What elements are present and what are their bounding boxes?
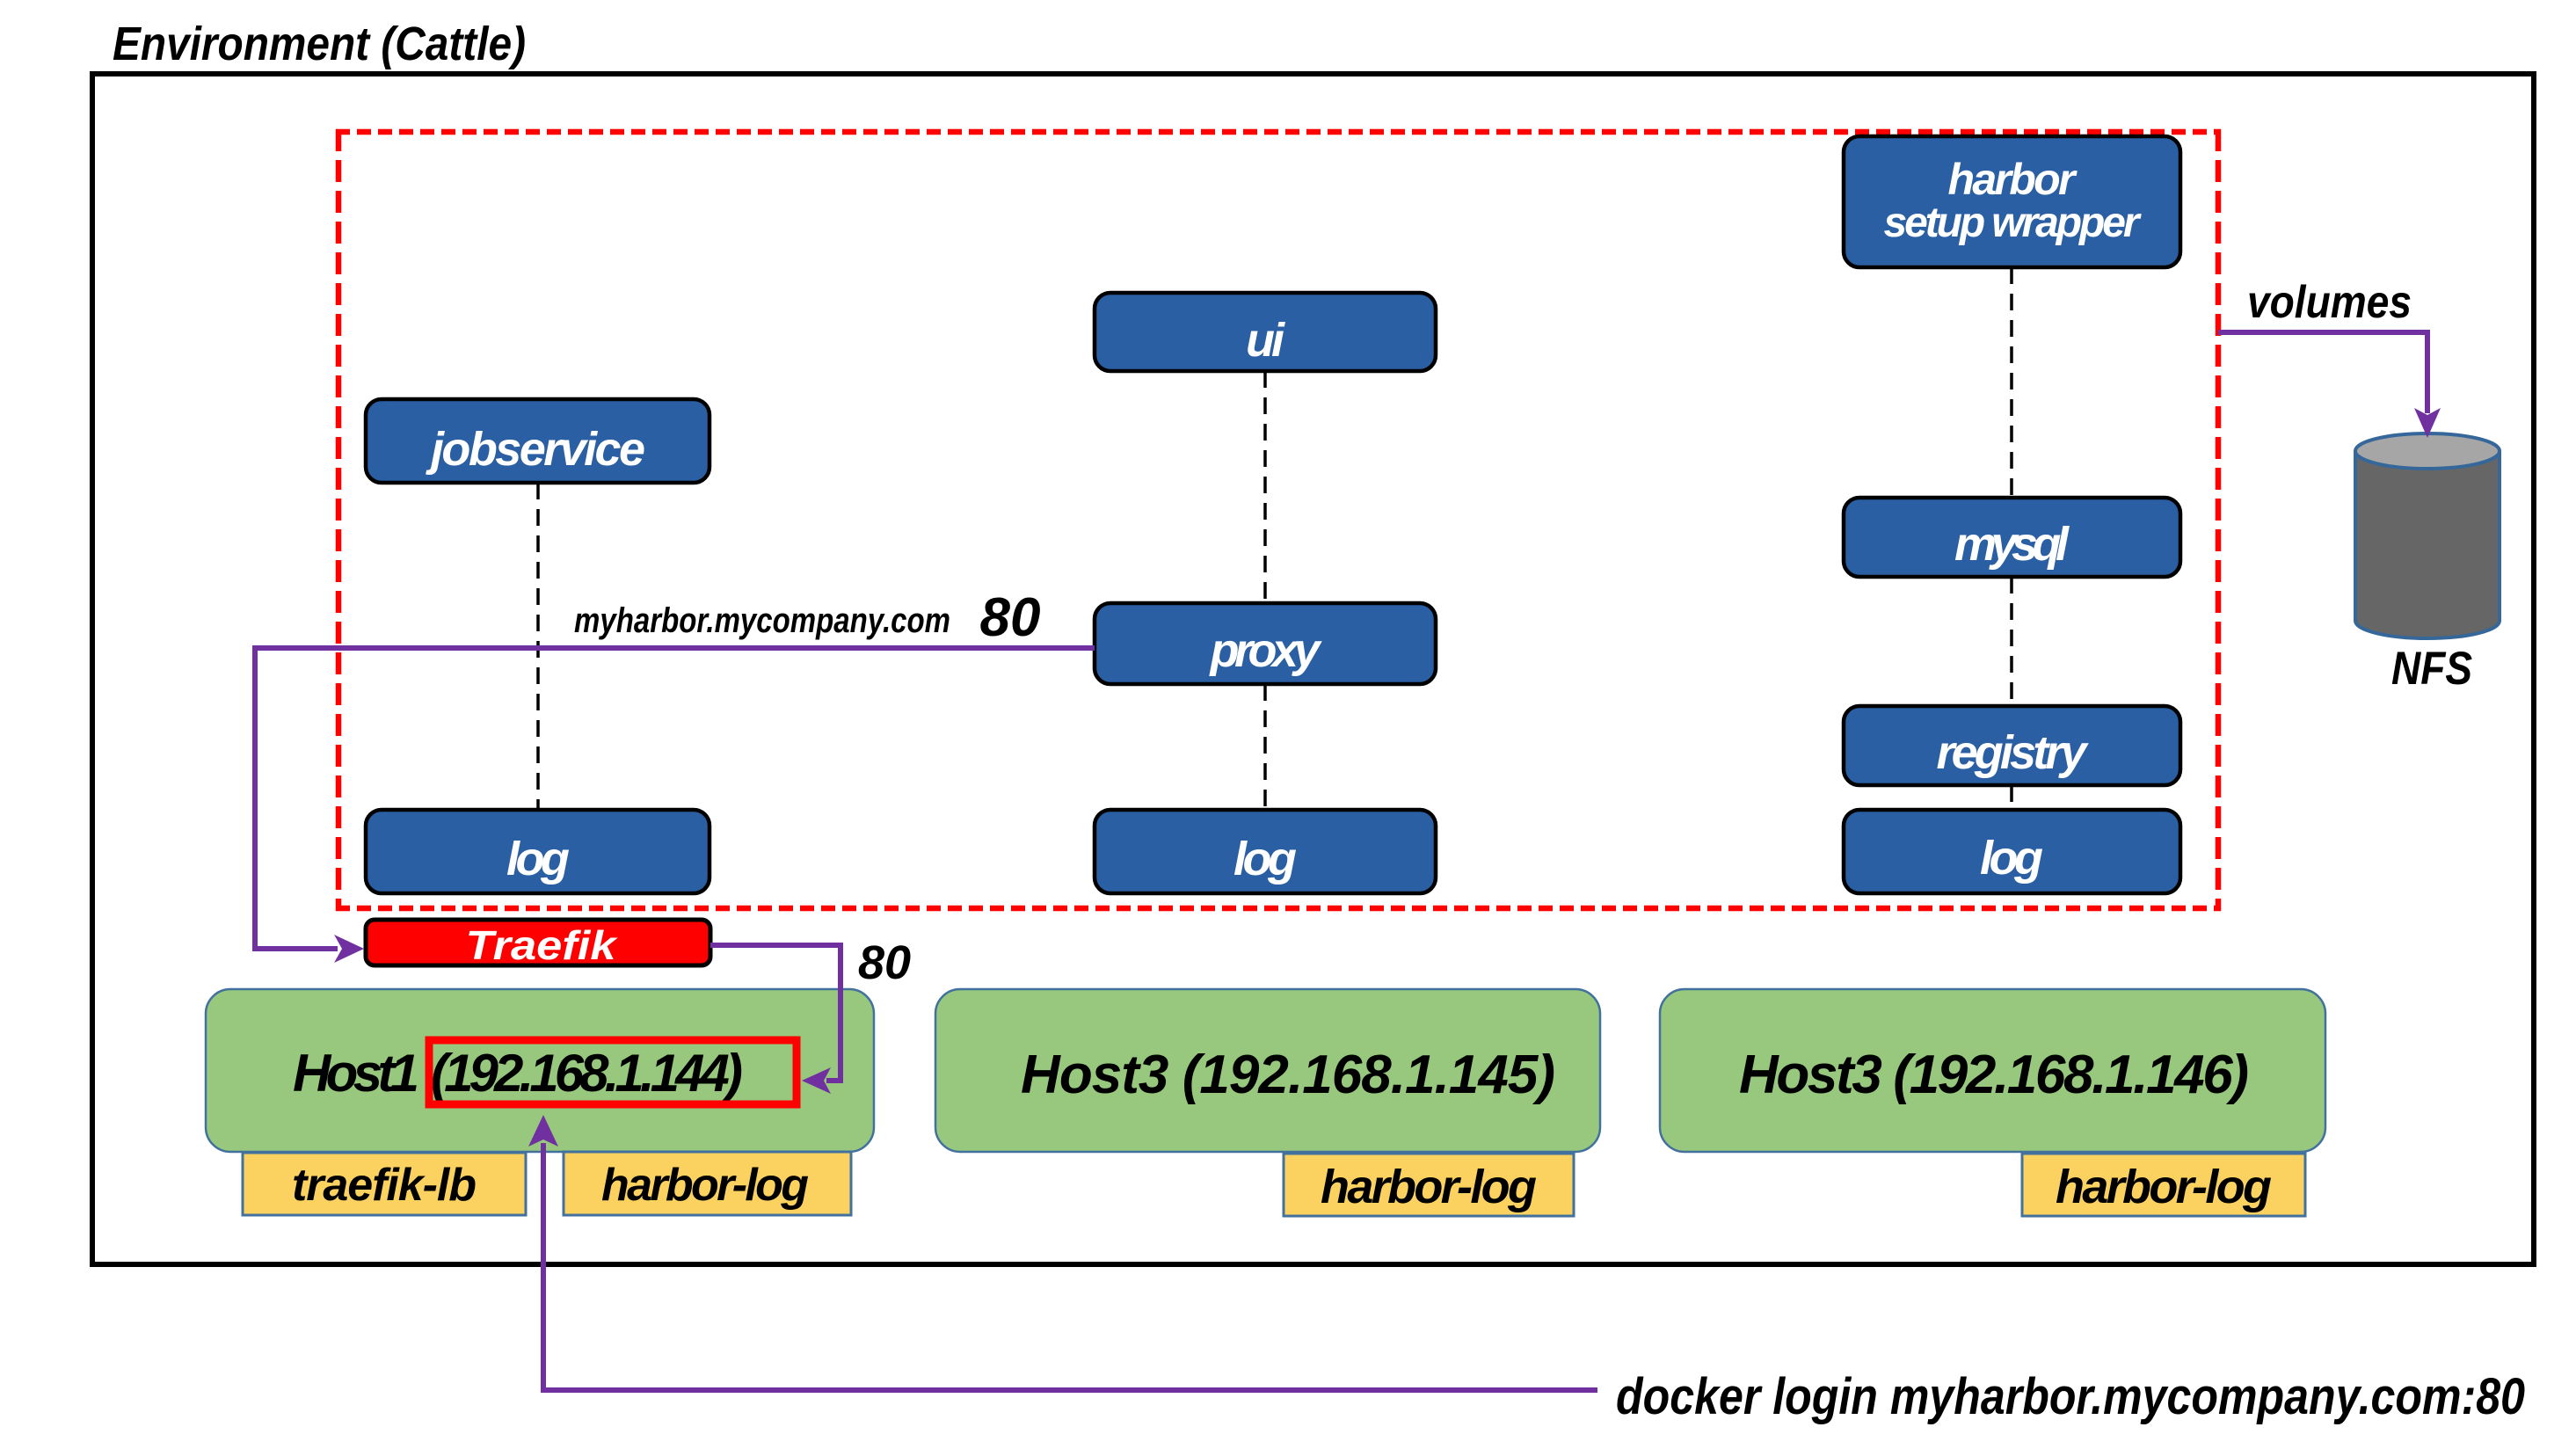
svg-text:Host1: Host1 — [293, 1044, 419, 1103]
svg-text:harbor-log: harbor-log — [601, 1160, 809, 1211]
svg-text:log: log — [506, 833, 570, 885]
svg-text:(192.168.1.144): (192.168.1.144) — [431, 1044, 743, 1103]
svg-text:Traefik: Traefik — [466, 922, 619, 968]
svg-text:setup wrapper: setup wrapper — [1884, 200, 2142, 246]
svg-text:proxy: proxy — [1209, 624, 1323, 677]
svg-text:harbor: harbor — [1948, 155, 2078, 204]
svg-text:Environment (Cattle): Environment (Cattle) — [113, 18, 526, 70]
svg-text:NFS: NFS — [2391, 643, 2472, 695]
svg-text:traefik-lb: traefik-lb — [292, 1160, 477, 1211]
svg-text:myharbor.mycompany.com: myharbor.mycompany.com — [574, 601, 950, 640]
svg-text:registry: registry — [1937, 726, 2090, 779]
svg-text:volumes: volumes — [2247, 277, 2412, 328]
svg-text:Host3 (192.168.1.145): Host3 (192.168.1.145) — [1021, 1045, 1555, 1105]
svg-text:80: 80 — [980, 587, 1041, 648]
svg-text:harbor-log: harbor-log — [2056, 1161, 2272, 1213]
svg-text:log: log — [1233, 833, 1297, 885]
svg-text:ui: ui — [1246, 314, 1285, 367]
svg-text:80: 80 — [858, 936, 911, 989]
svg-text:mysql: mysql — [1954, 518, 2070, 571]
svg-text:jobservice: jobservice — [426, 423, 645, 476]
svg-text:Host3 (192.168.1.146): Host3 (192.168.1.146) — [1739, 1045, 2249, 1105]
svg-text:docker login myharbor.mycompan: docker login myharbor.mycompany.com:80 — [1616, 1368, 2525, 1425]
svg-text:harbor-log: harbor-log — [1321, 1161, 1537, 1213]
svg-text:log: log — [1980, 832, 2043, 885]
